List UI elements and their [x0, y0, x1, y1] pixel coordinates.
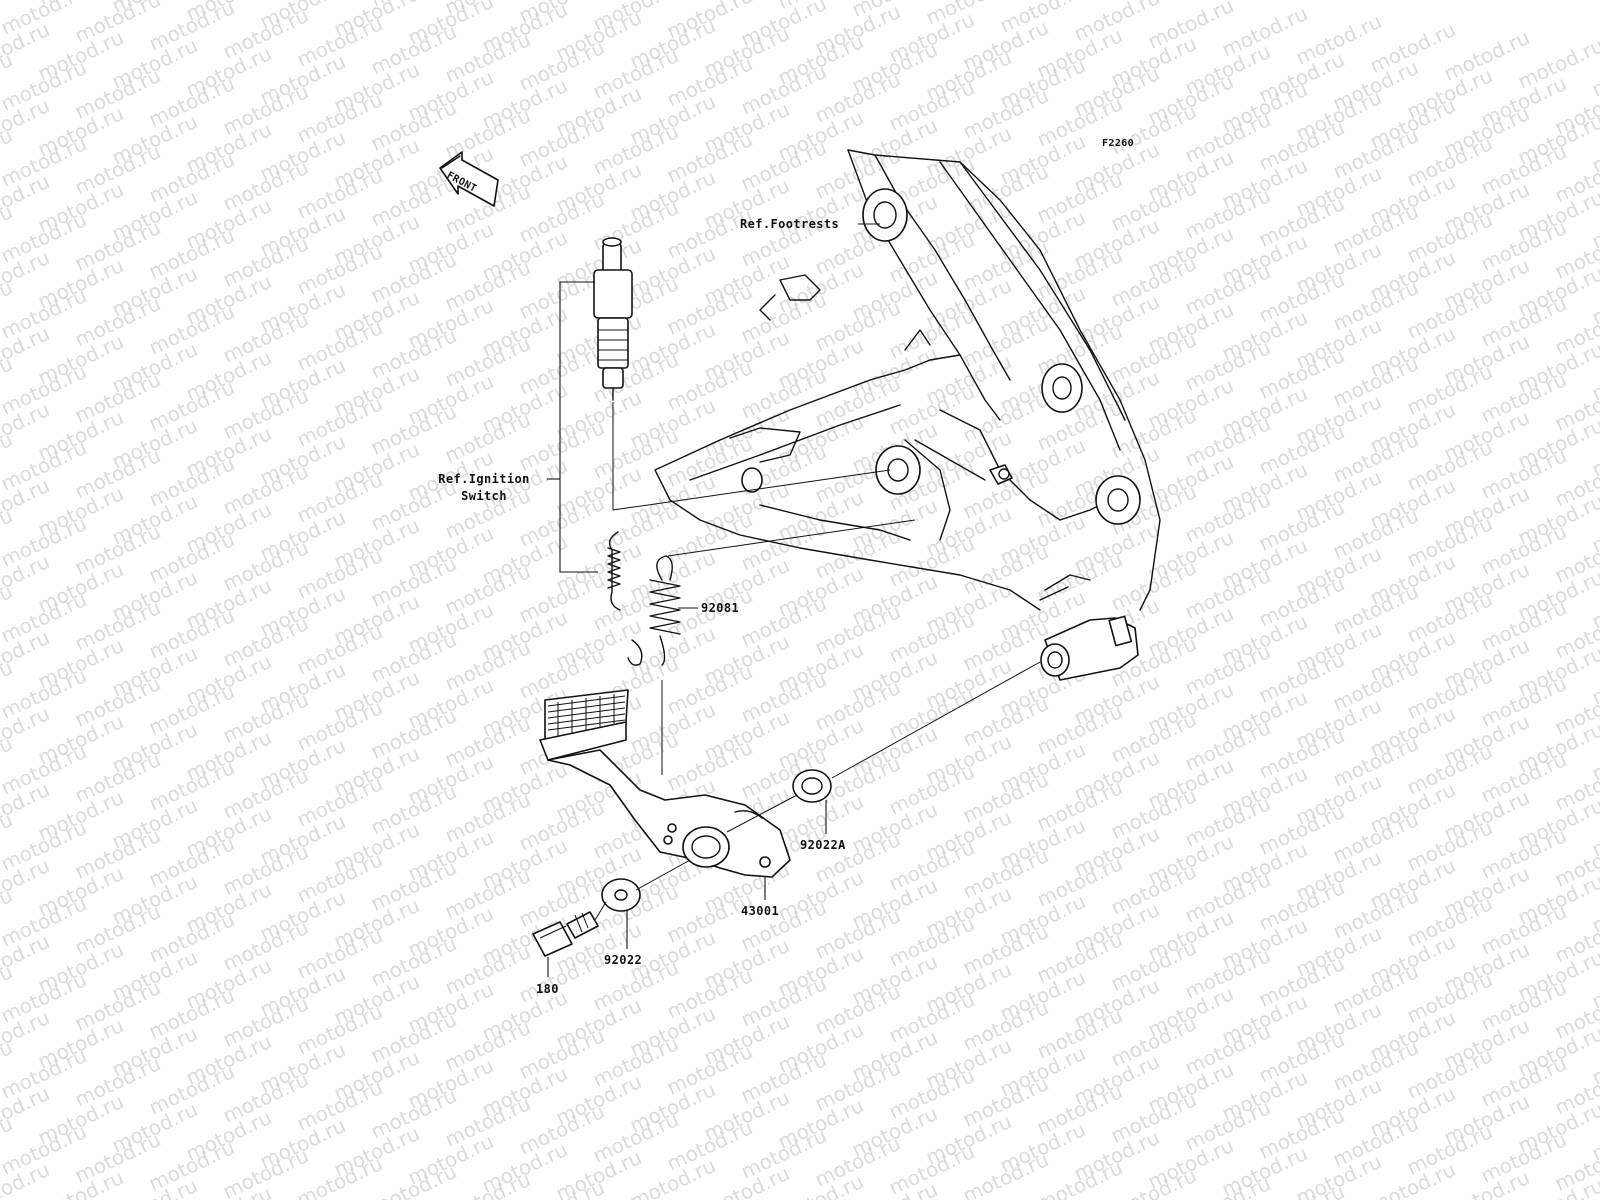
label-ref-footrests: Ref.Footrests	[740, 217, 840, 231]
pedal-pivot-shaft	[1040, 615, 1139, 681]
bolt-180	[532, 911, 599, 957]
washer-92022	[601, 878, 641, 912]
label-180: 180	[536, 982, 559, 996]
diagram-code: F2260	[1102, 138, 1135, 149]
switch-spring	[607, 531, 621, 611]
front-arrow-icon	[439, 151, 499, 207]
ignition-switch	[593, 237, 633, 401]
label-43001: 43001	[741, 904, 780, 918]
return-spring	[627, 555, 681, 666]
label-leaders	[547, 223, 880, 977]
washer-92022a	[792, 769, 832, 803]
label-92022: 92022	[604, 953, 643, 967]
label-ref-ignition-switch: Ref.Ignition Switch	[420, 471, 548, 505]
frame-bracket	[654, 149, 1161, 611]
assembly-lines	[594, 402, 1041, 921]
brake-pedal	[539, 689, 791, 878]
label-ref-ignition-line2: Switch	[461, 489, 507, 503]
label-92081: 92081	[701, 601, 740, 615]
label-92022a: 92022A	[800, 838, 846, 852]
label-ref-ignition-line1: Ref.Ignition	[438, 472, 530, 486]
